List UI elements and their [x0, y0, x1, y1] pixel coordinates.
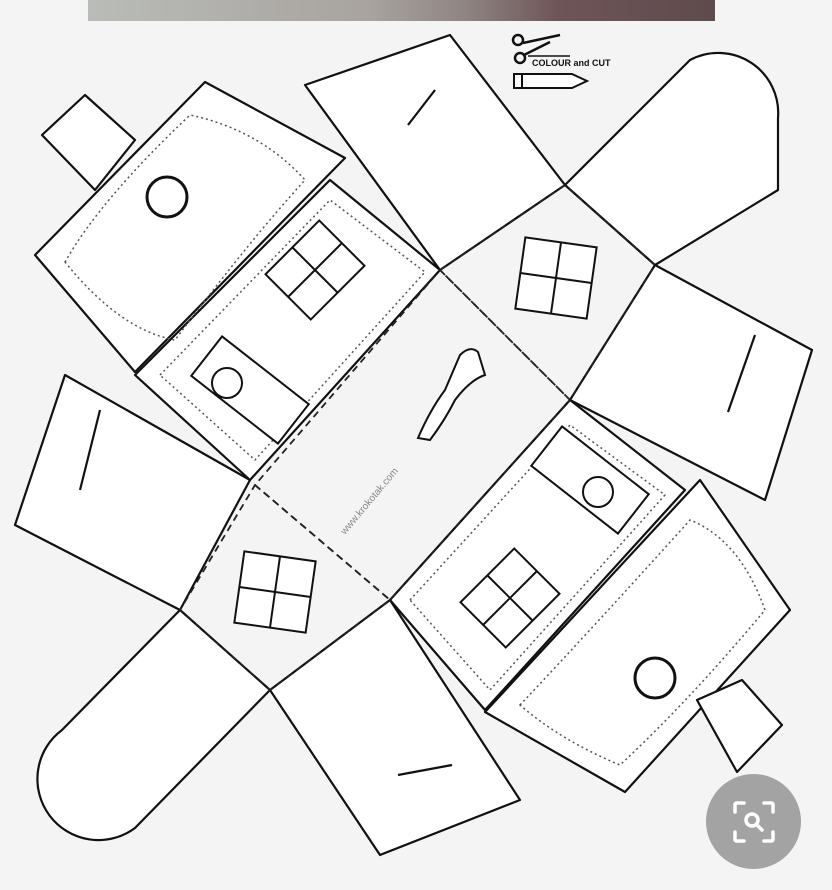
- top-right-rounded-tab: [563, 51, 780, 267]
- roof-top-left: [33, 80, 347, 374]
- window-top-left-wall: [264, 219, 366, 321]
- bottom-left-panel: [178, 483, 392, 692]
- fox-figure: [416, 348, 487, 442]
- round-window-top-left-roof: [145, 175, 189, 219]
- previous-image-strip[interactable]: [88, 0, 715, 21]
- round-window-bottom-right-roof: [633, 656, 677, 700]
- chimney-tab-bottom-right: [695, 678, 784, 774]
- bottom-flap: [268, 598, 522, 857]
- window-top-right-panel: [514, 236, 598, 320]
- google-lens-button[interactable]: [706, 774, 801, 869]
- colour-and-cut-caption: COLOUR and CUT: [532, 58, 611, 68]
- chimney-tab-top-left: [40, 93, 137, 192]
- scissors-icon: [511, 33, 561, 65]
- lens-search-icon: [732, 800, 775, 843]
- top-right-panel: [438, 183, 657, 402]
- pencil-icon: [513, 73, 590, 89]
- roof-bottom-right: [483, 478, 792, 794]
- window-bottom-right-wall: [459, 547, 561, 649]
- door-top-left: [189, 335, 311, 445]
- watermark-text: www.krokotak.com: [338, 466, 401, 538]
- window-bottom-left-panel: [233, 550, 317, 634]
- bottom-left-rounded-tab: [36, 608, 272, 842]
